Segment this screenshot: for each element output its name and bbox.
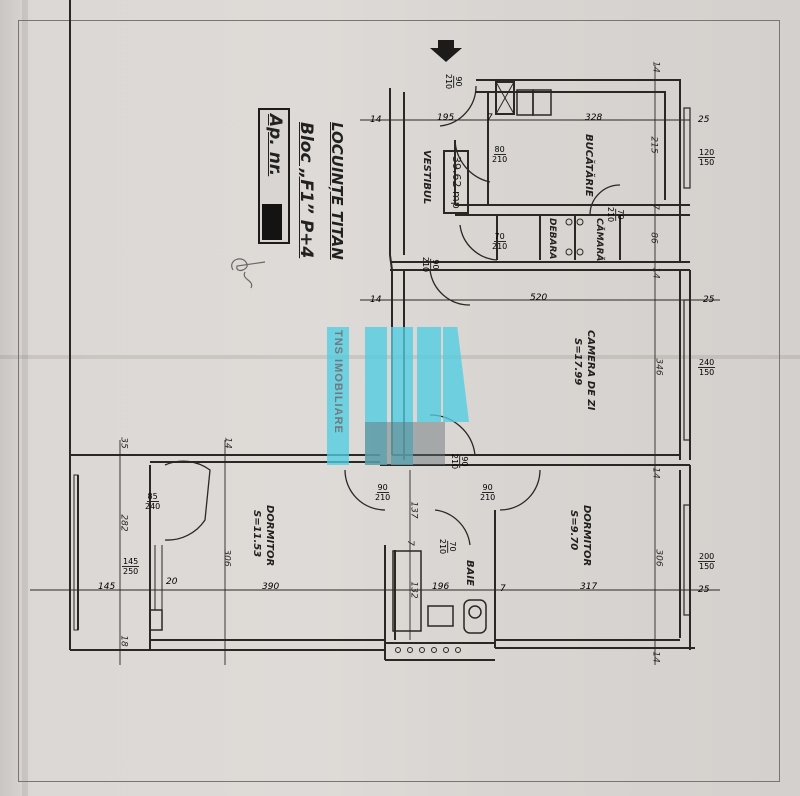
dimension: 7 [404, 540, 415, 546]
total-area-box: 39.62 mp [443, 150, 469, 214]
dimension: 195 [437, 113, 455, 123]
room-area-camera-de-zi: S=17.99 [572, 338, 583, 386]
dimension: 196 [432, 582, 450, 592]
apartment-number-box: Ap. nr. [258, 108, 290, 244]
dimension: 20 [166, 577, 178, 587]
dimension: 25 [698, 585, 710, 595]
watermark-bar [391, 327, 413, 465]
watermark-text-container: TNS IMOBILIARE [330, 330, 344, 460]
dimension: 14 [650, 61, 661, 73]
dimension: 215 [648, 136, 659, 154]
dimension: 520 [530, 293, 548, 303]
room-label-camera-de-zi: CAMERA DE ZI [585, 330, 596, 411]
dimension: 317 [580, 582, 598, 592]
watermark-shadow [365, 422, 445, 465]
dimension: 145 [98, 582, 116, 592]
dimension: 14 [650, 267, 661, 279]
dimension: 7 [500, 584, 506, 594]
room-label-vestibul: VESTIBUL [421, 150, 432, 205]
room-area-dormitor-1: S=11.53 [251, 510, 262, 558]
dimension: 25 [703, 295, 715, 305]
dimension: 7 [649, 204, 660, 210]
watermark-bar [327, 327, 349, 465]
dimension: 7 [487, 113, 493, 123]
dimension: 306 [221, 549, 232, 567]
dimension: 18 [118, 635, 129, 647]
watermark-text: TNS IMOBILIARE [332, 330, 344, 434]
dimension: 346 [653, 358, 664, 376]
dimension: 282 [118, 514, 129, 532]
dimension: 132 [408, 581, 419, 599]
apartment-label: Ap. nr. [265, 114, 285, 177]
sheet-frame [18, 20, 780, 782]
total-area: 39.62 mp [450, 156, 463, 209]
room-label-dormitor-1: DORMITOR [264, 505, 275, 567]
watermark-bar [365, 327, 387, 465]
room-label-baie: BAIE [464, 560, 475, 586]
signature-icon [231, 258, 266, 289]
watermark-bar [443, 327, 469, 422]
redacted-apartment-number [262, 204, 282, 240]
dimension: 35 [118, 437, 129, 449]
dimension: 137 [408, 501, 419, 519]
room-label-debara: DEBARA [547, 218, 557, 260]
dimension: 86 [648, 232, 659, 244]
watermark-bar [417, 327, 441, 422]
dimension: 328 [585, 113, 603, 123]
block-name: Bloc „F1” P+4 [296, 122, 316, 259]
watermark-logo [327, 327, 497, 465]
dimension: 14 [650, 467, 661, 479]
room-label-bucatarie: BUCĂTĂRIE [583, 134, 594, 197]
dimension: 306 [653, 549, 664, 567]
room-label-camara: CĂMARĂ [594, 218, 604, 262]
dimension: 390 [262, 582, 280, 592]
room-label-dormitor-2: DORMITOR [581, 505, 592, 567]
dimension: 25 [698, 115, 710, 125]
dimension: 14 [370, 295, 382, 305]
dimension: 14 [650, 651, 661, 663]
dimension: 14 [370, 115, 382, 125]
room-area-dormitor-2: S=9.70 [568, 510, 579, 551]
paper-fold [22, 0, 28, 796]
entrance-arrow-icon [430, 48, 462, 62]
project-name: LOCUINȚE TITAN [328, 122, 346, 260]
dimension: 14 [222, 437, 233, 449]
